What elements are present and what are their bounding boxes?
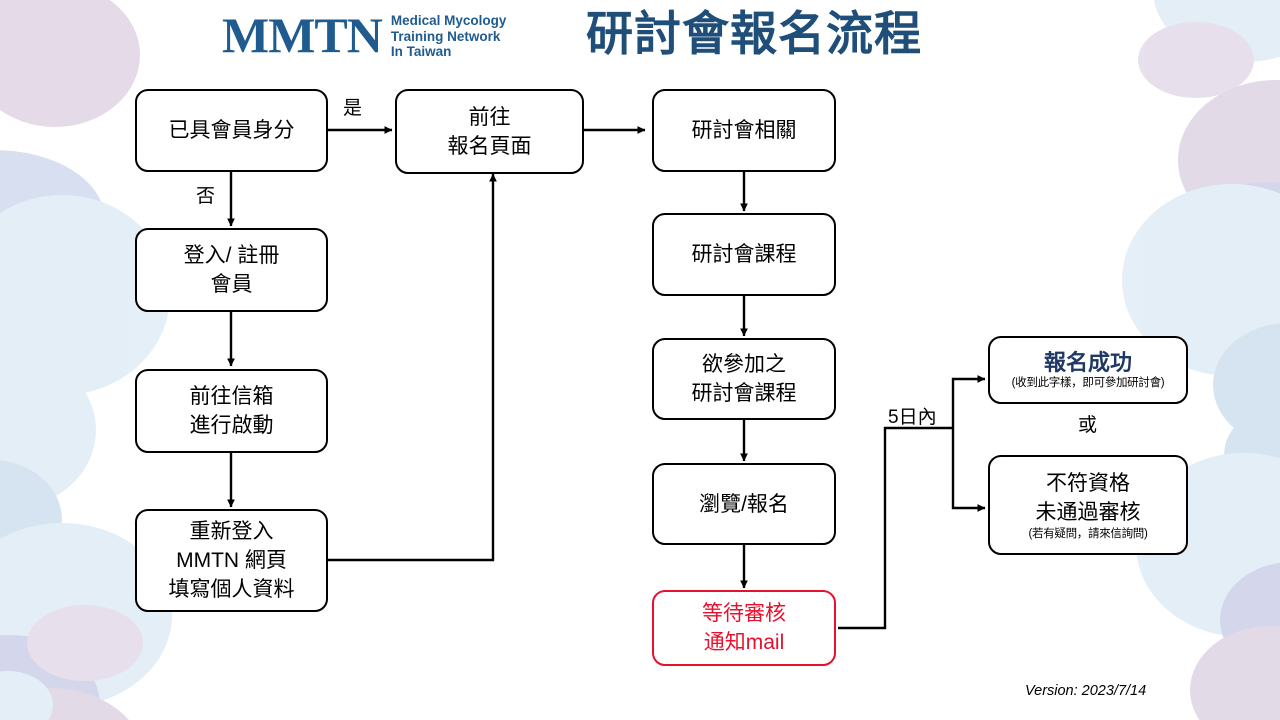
- node-await-review-line-2: 通知mail: [703, 631, 785, 654]
- node-go-signup-page-line-2: 報名頁面: [447, 134, 532, 158]
- node-desired-courses-line-1: 欲參加之: [702, 353, 786, 376]
- edge-await-to-junction: [838, 426, 953, 630]
- node-relogin-fill-profile[interactable]: 重新登入 MMTN 網頁 填寫個人資料: [135, 509, 328, 612]
- node-seminar-courses[interactable]: 研討會課程: [652, 213, 836, 296]
- logo-tagline: Medical Mycology Training Network In Tai…: [391, 10, 507, 60]
- node-desired-courses-line-2: 研討會課程: [691, 382, 797, 405]
- node-await-review[interactable]: 等待審核 通知mail: [652, 590, 836, 666]
- node-login-register-line-1: 登入/ 註冊: [183, 244, 280, 267]
- node-mailbox-activate[interactable]: 前往信箱 進行啟動: [135, 369, 328, 453]
- node-not-qualified-note: (若有疑問，請來信詢問): [1028, 527, 1148, 540]
- logo-tagline-line-1: Medical Mycology: [390, 13, 507, 29]
- node-await-review-line-1: 等待審核: [702, 602, 786, 625]
- node-mailbox-activate-line-2: 進行啟動: [189, 414, 274, 437]
- node-relogin-fill-profile-line-3: 填寫個人資料: [168, 578, 295, 601]
- edge-label-within-5-days: 5日內: [888, 407, 937, 428]
- edge-relogin-to-signup-page: [328, 173, 497, 562]
- node-seminar-courses-line-1: 研討會課程: [691, 243, 797, 266]
- logo-tagline-line-3: In Taiwan: [390, 44, 452, 60]
- node-relogin-fill-profile-line-2: MMTN 網頁: [176, 549, 287, 572]
- node-not-qualified[interactable]: 不符資格 未通過審核 (若有疑問，請來信詢問): [988, 455, 1188, 555]
- node-seminar-related[interactable]: 研討會相關: [652, 89, 836, 172]
- node-relogin-fill-profile-line-1: 重新登入: [189, 520, 274, 543]
- logo-wordmark: MMTN: [222, 7, 383, 63]
- node-login-register-line-2: 會員: [210, 273, 253, 296]
- node-mailbox-activate-line-1: 前往信箱: [189, 385, 274, 408]
- mmtn-logo: MMTN Medical Mycology Training Network I…: [222, 10, 506, 60]
- node-browse-signup-line-1: 瀏覽/報名: [699, 492, 789, 516]
- node-seminar-related-line-1: 研討會相關: [691, 119, 797, 142]
- page-title: 研討會報名流程: [586, 7, 922, 60]
- node-browse-signup[interactable]: 瀏覽/報名: [652, 463, 836, 545]
- edge-label-or: 或: [1078, 415, 1098, 436]
- edge-junction-to-rejected: [951, 428, 986, 512]
- node-desired-courses[interactable]: 欲參加之 研討會課程: [652, 338, 836, 420]
- edge-junction-to-success: [951, 375, 986, 428]
- node-go-signup-page[interactable]: 前往 報名頁面: [395, 89, 584, 174]
- version-stamp: Version: 2023/7/14: [1025, 683, 1147, 699]
- node-signup-success[interactable]: 報名成功 (收到此字樣，即可參加研討會): [988, 336, 1188, 404]
- logo-tagline-line-2: Training Network: [390, 28, 501, 44]
- node-not-qualified-line-2: 未通過審核: [1035, 500, 1141, 524]
- node-login-register[interactable]: 登入/ 註冊 會員: [135, 228, 328, 312]
- node-member-check[interactable]: 已具會員身分: [135, 89, 328, 172]
- edge-label-no: 否: [196, 186, 216, 207]
- node-go-signup-page-line-1: 前往: [468, 105, 511, 129]
- node-signup-success-note: (收到此字樣，即可參加研討會): [1011, 377, 1165, 389]
- edge-label-yes: 是: [343, 98, 363, 119]
- node-signup-success-title: 報名成功: [1043, 350, 1132, 375]
- node-member-check-line-1: 已具會員身分: [168, 119, 295, 142]
- node-not-qualified-line-1: 不符資格: [1046, 471, 1130, 495]
